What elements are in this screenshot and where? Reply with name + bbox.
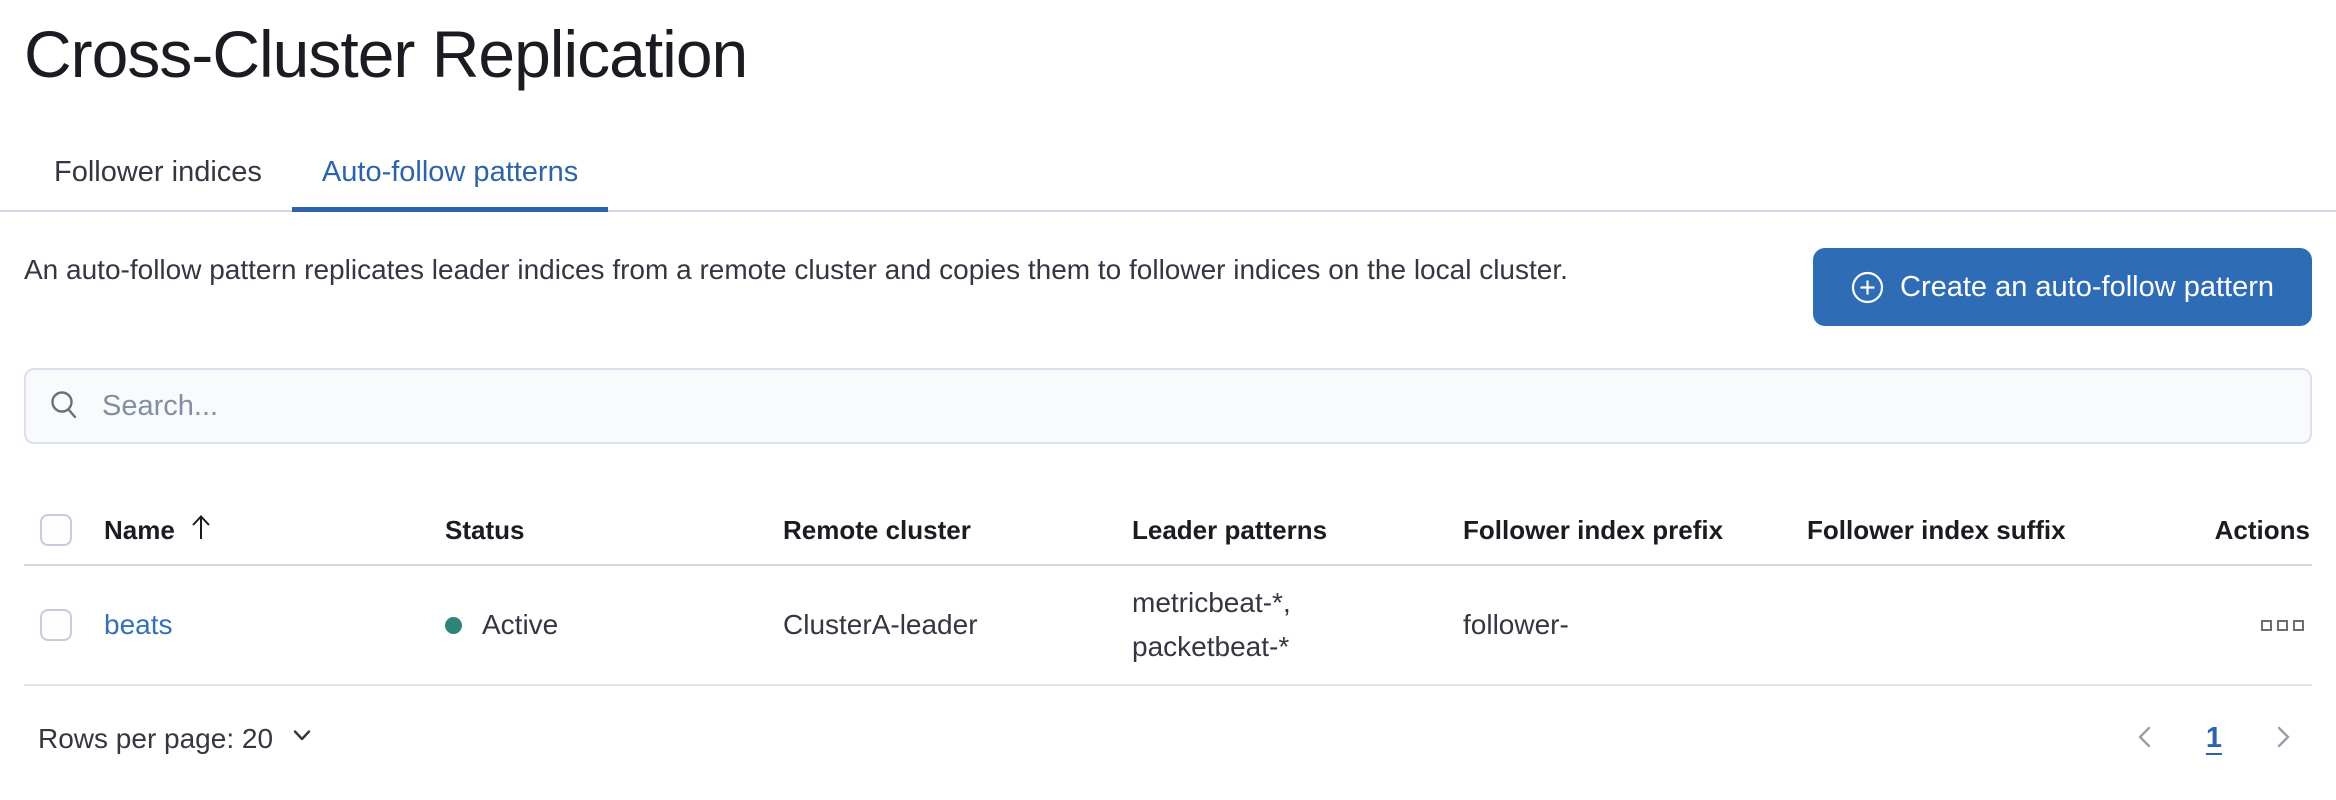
column-header-leader-patterns: Leader patterns [1132, 514, 1328, 545]
select-all-checkbox[interactable] [40, 514, 72, 546]
boxes-horizontal-icon [2261, 619, 2272, 631]
page-title: Cross-Cluster Replication [24, 17, 748, 91]
column-header-follower-index-suffix: Follower index suffix [1807, 514, 2066, 545]
auto-follow-patterns-table: Name Status Remote cluster Leader patter… [24, 496, 2312, 757]
tab-bar: Follower indices Auto-follow patterns [0, 134, 2336, 212]
page-description: An auto-follow pattern replicates leader… [24, 254, 1568, 285]
previous-page-button[interactable] [2130, 720, 2160, 757]
create-auto-follow-pattern-button[interactable]: Create an auto-follow pattern [1813, 248, 2312, 326]
leader-patterns-value: metricbeat-*, packetbeat-* [1132, 587, 1291, 662]
status-active-dot [445, 616, 462, 634]
chevron-right-icon [2268, 720, 2298, 757]
status-label: Active [482, 609, 559, 640]
create-button-label: Create an auto-follow pattern [1900, 270, 2274, 303]
next-page-button[interactable] [2268, 720, 2298, 757]
sort-ascending-icon [187, 512, 215, 549]
tab-follower-indices[interactable]: Follower indices [54, 155, 262, 188]
table-header-row: Name Status Remote cluster Leader patter… [24, 496, 2312, 566]
rows-per-page-label: Rows per page: 20 [38, 722, 274, 754]
column-header-follower-index-prefix: Follower index prefix [1463, 514, 1724, 545]
row-actions-button[interactable] [2255, 614, 2310, 637]
column-header-actions: Actions [2214, 514, 2310, 545]
search-icon [48, 389, 82, 423]
page-number-1[interactable]: 1 [2205, 722, 2222, 754]
pagination: 1 [2130, 720, 2312, 757]
chevron-down-icon [289, 722, 315, 755]
row-checkbox[interactable] [40, 609, 72, 641]
plus-in-circle-icon [1851, 271, 1884, 304]
column-header-remote-cluster: Remote cluster [783, 514, 971, 545]
table-row: beats Active ClusterA-leader metricbeat-… [24, 566, 2312, 686]
cross-cluster-replication-page: Cross-Cluster Replication Follower indic… [0, 17, 2336, 757]
pattern-name-link[interactable]: beats [104, 609, 173, 640]
follower-index-prefix-value: follower- [1463, 609, 1569, 640]
table-footer: Rows per page: 20 1 [24, 720, 2312, 757]
remote-cluster-value: ClusterA-leader [783, 609, 978, 640]
column-header-name[interactable]: Name [84, 512, 425, 549]
rows-per-page-selector[interactable]: Rows per page: 20 [24, 722, 315, 755]
search-box [24, 368, 2312, 444]
tab-auto-follow-patterns[interactable]: Auto-follow patterns [291, 134, 609, 212]
search-input[interactable] [100, 388, 2288, 424]
column-header-status: Status [445, 514, 525, 545]
chevron-left-icon [2130, 720, 2160, 757]
